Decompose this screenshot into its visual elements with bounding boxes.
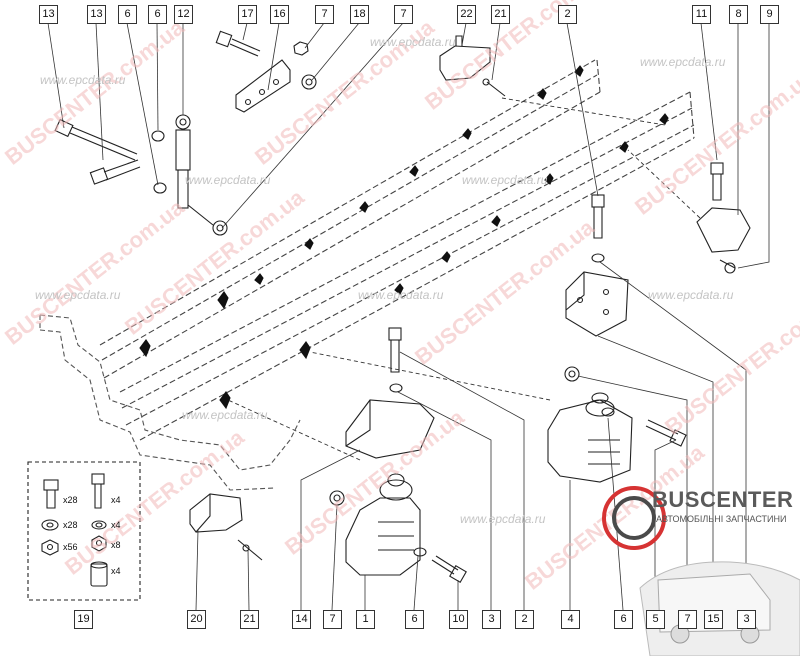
mount-bracket-left <box>345 327 435 459</box>
rubber-mount-left <box>329 473 467 583</box>
legend-bolt-large-qty: x28 <box>63 495 78 505</box>
watermark-site: www.epcdata.ru <box>640 55 726 69</box>
callout-9[interactable]: 9 <box>760 5 779 24</box>
legend-bolt-small-qty: x4 <box>111 495 121 505</box>
callout-6[interactable]: 6 <box>148 5 167 24</box>
callout-6[interactable]: 6 <box>118 5 137 24</box>
callout-20[interactable]: 20 <box>187 610 206 629</box>
legend-washer-small-qty: x4 <box>111 520 121 530</box>
callout-15[interactable]: 15 <box>704 610 723 629</box>
callout-2[interactable]: 2 <box>558 5 577 24</box>
watermark-site: www.epcdata.ru <box>35 288 121 302</box>
frame-rails <box>99 59 695 441</box>
callout-19[interactable]: 19 <box>74 610 93 629</box>
callout-12[interactable]: 12 <box>174 5 193 24</box>
logo-subtitle: АВТОМОБІЛЬНІ ЗАПЧАСТИНИ <box>656 514 787 524</box>
callout-10[interactable]: 10 <box>449 610 468 629</box>
callout-1[interactable]: 1 <box>356 610 375 629</box>
legend-nut-small-qty: x8 <box>111 540 121 550</box>
callout-7[interactable]: 7 <box>678 610 697 629</box>
callout-6[interactable]: 6 <box>614 610 633 629</box>
callout-13[interactable]: 13 <box>39 5 58 24</box>
watermark-site: www.epcdata.ru <box>648 288 734 302</box>
shock-bolts <box>54 118 167 194</box>
callout-22[interactable]: 22 <box>457 5 476 24</box>
callout-13[interactable]: 13 <box>87 5 106 24</box>
legend-nut-large-qty: x56 <box>63 542 78 552</box>
callout-8[interactable]: 8 <box>729 5 748 24</box>
upper-bracket <box>215 30 317 113</box>
assembly-arrows <box>227 97 701 461</box>
callout-11[interactable]: 11 <box>692 5 711 24</box>
callout-7[interactable]: 7 <box>394 5 413 24</box>
callout-21[interactable]: 21 <box>491 5 510 24</box>
callout-21[interactable]: 21 <box>240 610 259 629</box>
rail-clips <box>139 65 669 410</box>
watermark-site: www.epcdata.ru <box>460 512 546 526</box>
callout-3[interactable]: 3 <box>737 610 756 629</box>
legend-parts <box>41 473 108 587</box>
callout-4[interactable]: 4 <box>561 610 580 629</box>
callout-7[interactable]: 7 <box>315 5 334 24</box>
callout-17[interactable]: 17 <box>238 5 257 24</box>
body-outline <box>39 314 301 491</box>
callout-18[interactable]: 18 <box>350 5 369 24</box>
legend-washer-large-qty: x28 <box>63 520 78 530</box>
watermark-site: www.epcdata.ru <box>462 173 548 187</box>
leader-lines <box>47 22 770 611</box>
callout-6[interactable]: 6 <box>405 610 424 629</box>
callout-16[interactable]: 16 <box>270 5 289 24</box>
watermark-site: www.epcdata.ru <box>40 73 126 87</box>
rubber-mount-right <box>547 366 687 483</box>
hardware-legend-box <box>27 461 141 601</box>
callout-2[interactable]: 2 <box>515 610 534 629</box>
callout-7[interactable]: 7 <box>323 610 342 629</box>
callout-5[interactable]: 5 <box>646 610 665 629</box>
logo-name: BUSCENTER <box>652 487 794 512</box>
clip-assembly <box>696 162 751 274</box>
shock-absorber <box>175 114 228 236</box>
watermark-site: www.epcdata.ru <box>370 35 456 49</box>
callout-14[interactable]: 14 <box>292 610 311 629</box>
watermark-site: www.epcdata.ru <box>182 408 268 422</box>
watermark-site: www.epcdata.ru <box>358 288 444 302</box>
rear-bracket <box>439 35 506 97</box>
watermark-site: www.epcdata.ru <box>185 173 271 187</box>
lower-bracket <box>189 493 263 561</box>
callout-3[interactable]: 3 <box>482 610 501 629</box>
mount-bracket-right <box>565 194 629 337</box>
legend-spacer-qty: x4 <box>111 566 121 576</box>
